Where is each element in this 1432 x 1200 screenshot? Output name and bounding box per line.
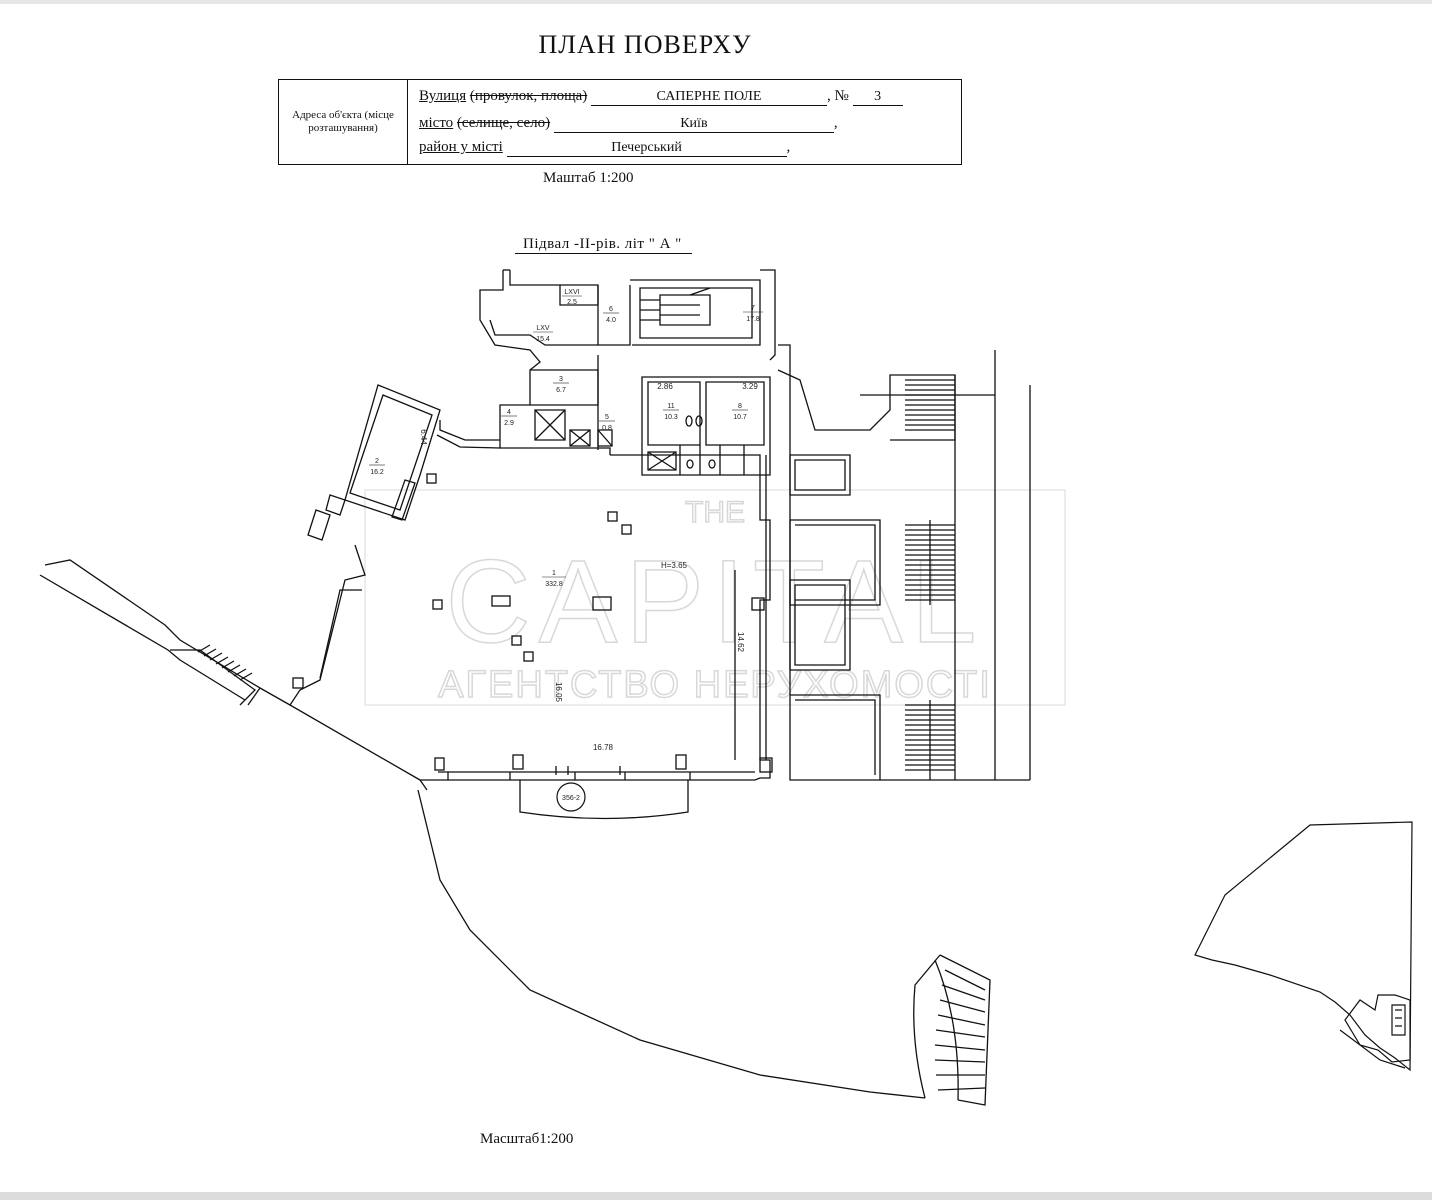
room-8-area: 10.7 xyxy=(733,414,747,421)
dimension-labels: 2.86 3.29 6.44 H=3.65 14.62 16.05 16.78 xyxy=(419,382,758,752)
watermark: THE CAPITAL АГЕНТСТВО НЕРУХОМОСТІ xyxy=(364,489,1066,707)
city-value: Київ xyxy=(553,116,834,133)
room-3-area: 6.7 xyxy=(556,387,566,394)
address-label: Адреса об'єкта (місце розташування) xyxy=(279,80,408,164)
city-row: місто (селище, село) Київ, xyxy=(419,115,838,133)
room-5-area: 0.8 xyxy=(602,425,612,432)
city-prefix: місто xyxy=(419,115,454,131)
room-1-area: 332.8 xyxy=(545,581,563,588)
room-6-id: 6 xyxy=(609,306,613,313)
watermark-line2: CAPITAL xyxy=(445,536,984,668)
room-4-id: 4 xyxy=(507,409,511,416)
walls xyxy=(39,269,1031,1106)
street-row: Вулиця (провулок, площа) САПЕРНЕ ПОЛЕ, №… xyxy=(419,88,903,106)
room-2-area: 16.2 xyxy=(370,469,384,476)
page-title: ПЛАН ПОВЕРХУ xyxy=(538,30,752,59)
watermark-line3: АГЕНТСТВО НЕРУХОМОСТІ xyxy=(438,664,992,706)
address-table: Адреса об'єкта (місце розташування) Вули… xyxy=(278,79,962,165)
room-8-id: 8 xyxy=(738,403,742,410)
city-struck: (селище, село) xyxy=(456,115,551,131)
street-struck: (провулок, площа) xyxy=(469,88,588,104)
number-label: № xyxy=(834,88,849,104)
dim-14-62: 14.62 xyxy=(736,632,745,653)
dim-6-44: 6.44 xyxy=(419,429,428,445)
floor-label: Підвал -II-рів. літ " А " xyxy=(515,236,692,254)
scale-top: Маштаб 1:200 xyxy=(543,170,634,186)
district-value: Печерський xyxy=(506,140,787,157)
room-6-area: 4.0 xyxy=(606,317,616,324)
dim-3-29: 3.29 xyxy=(742,382,758,391)
dim-16-78: 16.78 xyxy=(593,743,614,752)
room-1-id: 1 xyxy=(552,570,556,577)
street-value: САПЕРНЕ ПОЛЕ xyxy=(591,89,828,106)
dim-16-05: 16.05 xyxy=(554,682,563,703)
scale-bottom: Масштаб1:200 xyxy=(480,1131,574,1147)
room-7-id: 7 xyxy=(751,305,755,312)
badge: 356-2 xyxy=(556,782,586,812)
room-7-area: 17.8 xyxy=(746,316,760,323)
watermark-line1: THE xyxy=(685,496,745,529)
dim-2-86: 2.86 xyxy=(657,382,673,391)
room-lxvi-area: 2.5 xyxy=(567,299,577,306)
room-2-id: 2 xyxy=(375,458,379,465)
district-label: район у місті xyxy=(419,139,503,155)
site-key-plan xyxy=(1194,821,1413,1072)
room-11-area: 10.3 xyxy=(664,414,678,421)
room-11-id: 11 xyxy=(667,403,674,410)
room-3-id: 3 xyxy=(559,376,563,383)
room-5-id: 5 xyxy=(605,414,609,421)
district-row: район у місті Печерський, xyxy=(419,139,791,157)
room-lxvi-id: LXVI xyxy=(564,289,579,296)
room-labels: LXVI 2.5 6 4.0 7 17.8 LXV 15.4 3 6.7 4 2… xyxy=(369,289,763,588)
street-prefix: Вулиця xyxy=(419,88,467,104)
room-4-area: 2.9 xyxy=(504,420,514,427)
room-lxv-id: LXV xyxy=(536,325,550,332)
page-edge-top xyxy=(0,0,1432,4)
number-value: 3 xyxy=(852,89,903,106)
badge-text: 356-2 xyxy=(562,795,580,802)
page-edge-bottom xyxy=(0,1192,1432,1200)
room-lxv-area: 15.4 xyxy=(536,336,550,343)
dim-height: H=3.65 xyxy=(661,561,688,570)
